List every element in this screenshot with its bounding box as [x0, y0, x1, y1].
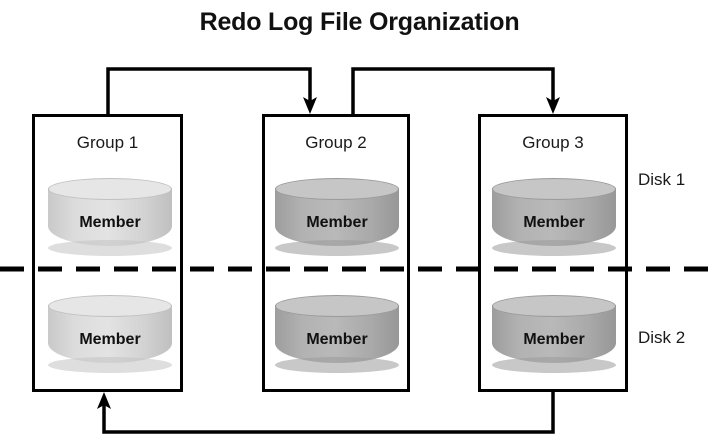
cylinder-bottom-shade — [48, 357, 172, 373]
page-title: Redo Log File Organization — [199, 8, 520, 36]
cylinder-top — [48, 178, 172, 200]
cylinder-bottom-shade — [275, 240, 399, 256]
member-cylinder-group-2-disk-2[interactable]: Member — [275, 295, 399, 373]
cylinder-top — [492, 295, 616, 317]
member-label: Member — [523, 214, 585, 231]
member-cylinder-group-1-disk-2[interactable]: Member — [48, 295, 172, 373]
cylinder-bottom-shade — [492, 240, 616, 256]
group-box-group-3[interactable]: Group 3 — [478, 114, 628, 392]
cylinder-bottom-shade — [48, 240, 172, 256]
cylinder-top — [275, 295, 399, 317]
cylinder-bottom-shade — [275, 357, 399, 373]
cylinder-top — [48, 295, 172, 317]
cylinder-bottom-shade — [492, 357, 616, 373]
disk-label-disk-2: Disk 2 — [638, 328, 686, 347]
disk-label-disk-1: Disk 1 — [638, 170, 686, 189]
member-label: Member — [79, 214, 141, 231]
member-cylinder-group-3-disk-2[interactable]: Member — [492, 295, 616, 373]
member-cylinder-group-3-disk-1[interactable]: Member — [492, 178, 616, 256]
connector-group2-to-group3 — [351, 67, 560, 114]
member-label: Member — [523, 331, 585, 348]
group-box-group-2[interactable]: Group 2 — [262, 114, 410, 392]
member-label: Member — [79, 331, 141, 348]
member-label: Member — [306, 214, 368, 231]
cylinder-top — [275, 178, 399, 200]
connector-group1-to-group2 — [106, 67, 317, 114]
group-box-group-1[interactable]: Group 1 — [32, 114, 183, 392]
member-cylinder-group-1-disk-1[interactable]: Member — [48, 178, 172, 256]
member-label: Member — [306, 331, 368, 348]
group-label-group-3: Group 3 — [522, 133, 584, 152]
group-label-group-2: Group 2 — [305, 133, 367, 152]
connector-group3-to-group1 — [97, 392, 555, 434]
member-cylinder-group-2-disk-1[interactable]: Member — [275, 178, 399, 256]
cylinder-top — [492, 178, 616, 200]
group-label-group-1: Group 1 — [76, 133, 139, 152]
